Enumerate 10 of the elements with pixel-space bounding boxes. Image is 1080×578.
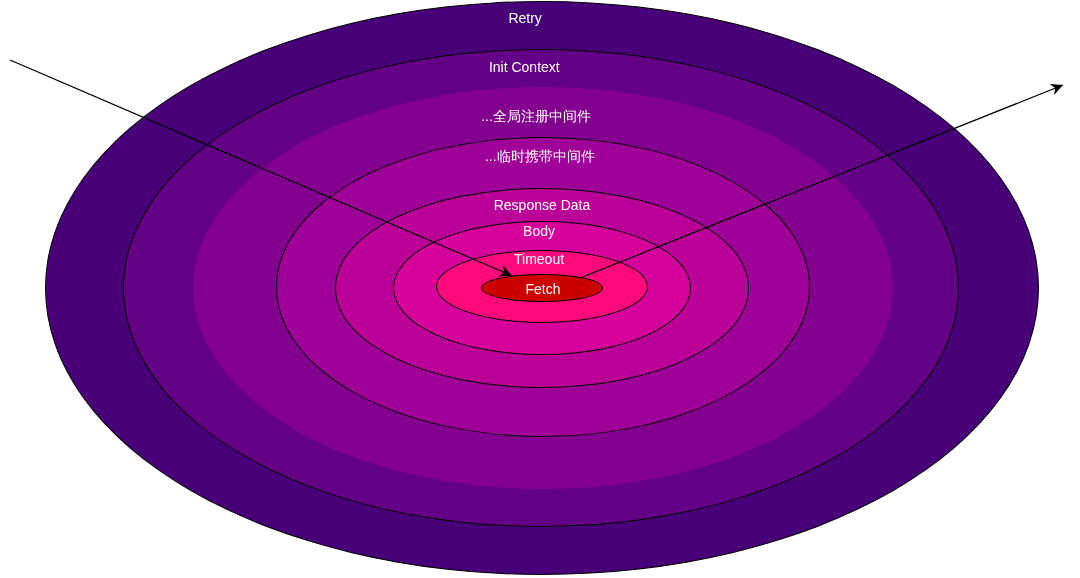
layer-label: Fetch bbox=[525, 280, 561, 297]
layer-label: Timeout bbox=[514, 250, 565, 267]
arrow bbox=[581, 83, 1064, 278]
layer-label: Init Context bbox=[488, 58, 560, 75]
layer-label: ...临时携带中间件 bbox=[484, 148, 595, 165]
arrow bbox=[9, 59, 513, 277]
layer-label: Body bbox=[523, 222, 555, 239]
layer-label: ...全局注册中间件 bbox=[481, 107, 591, 124]
layer-label: Retry bbox=[508, 10, 542, 26]
layer-label: Response Data bbox=[493, 197, 591, 214]
